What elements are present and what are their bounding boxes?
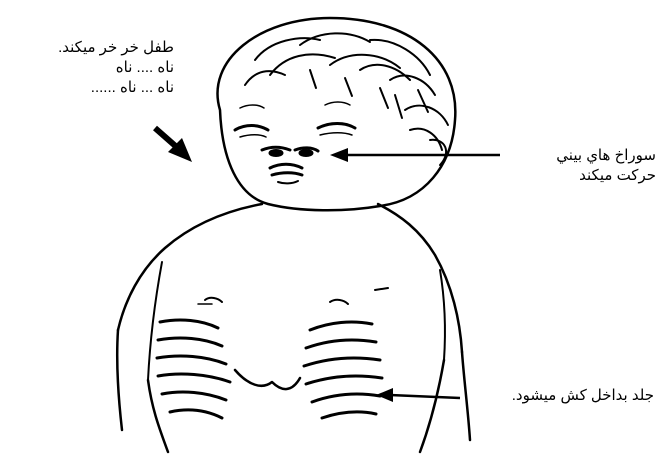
left-arm [117, 330, 122, 430]
shoulders [118, 204, 262, 330]
ear [430, 140, 446, 165]
left-ribs [157, 320, 230, 418]
nostril-line-2: حركت ميكند [480, 166, 656, 186]
right-ribs [304, 322, 382, 418]
eyes [235, 124, 355, 138]
eyebrows [240, 102, 350, 108]
grunting-arrow [155, 128, 192, 162]
grunting-line-1: طفل خر خر ميكند. [0, 38, 174, 58]
nostril-line-1: سوراخ هاي بيني [480, 146, 656, 166]
mouth [270, 164, 302, 183]
grunting-line-3: ناه ... ناه ...... [0, 78, 174, 98]
chest-retraction-label: جلد بداخل كش ميشود. [440, 386, 654, 406]
head-outline [218, 18, 456, 210]
hair [245, 33, 448, 150]
chest-line-1: جلد بداخل كش ميشود. [440, 386, 654, 406]
torso-right [420, 360, 444, 452]
chest-retraction [235, 370, 300, 389]
nostril-arrow [330, 148, 500, 162]
nose [262, 147, 318, 155]
grunting-line-2: ناه .... ناه [0, 58, 174, 78]
nostril-flaring-label: سوراخ هاي بيني حركت ميكند [480, 146, 656, 186]
torso-left [148, 380, 168, 452]
grunting-label: طفل خر خر ميكند. ناه .... ناه ناه ... نا… [0, 38, 174, 98]
